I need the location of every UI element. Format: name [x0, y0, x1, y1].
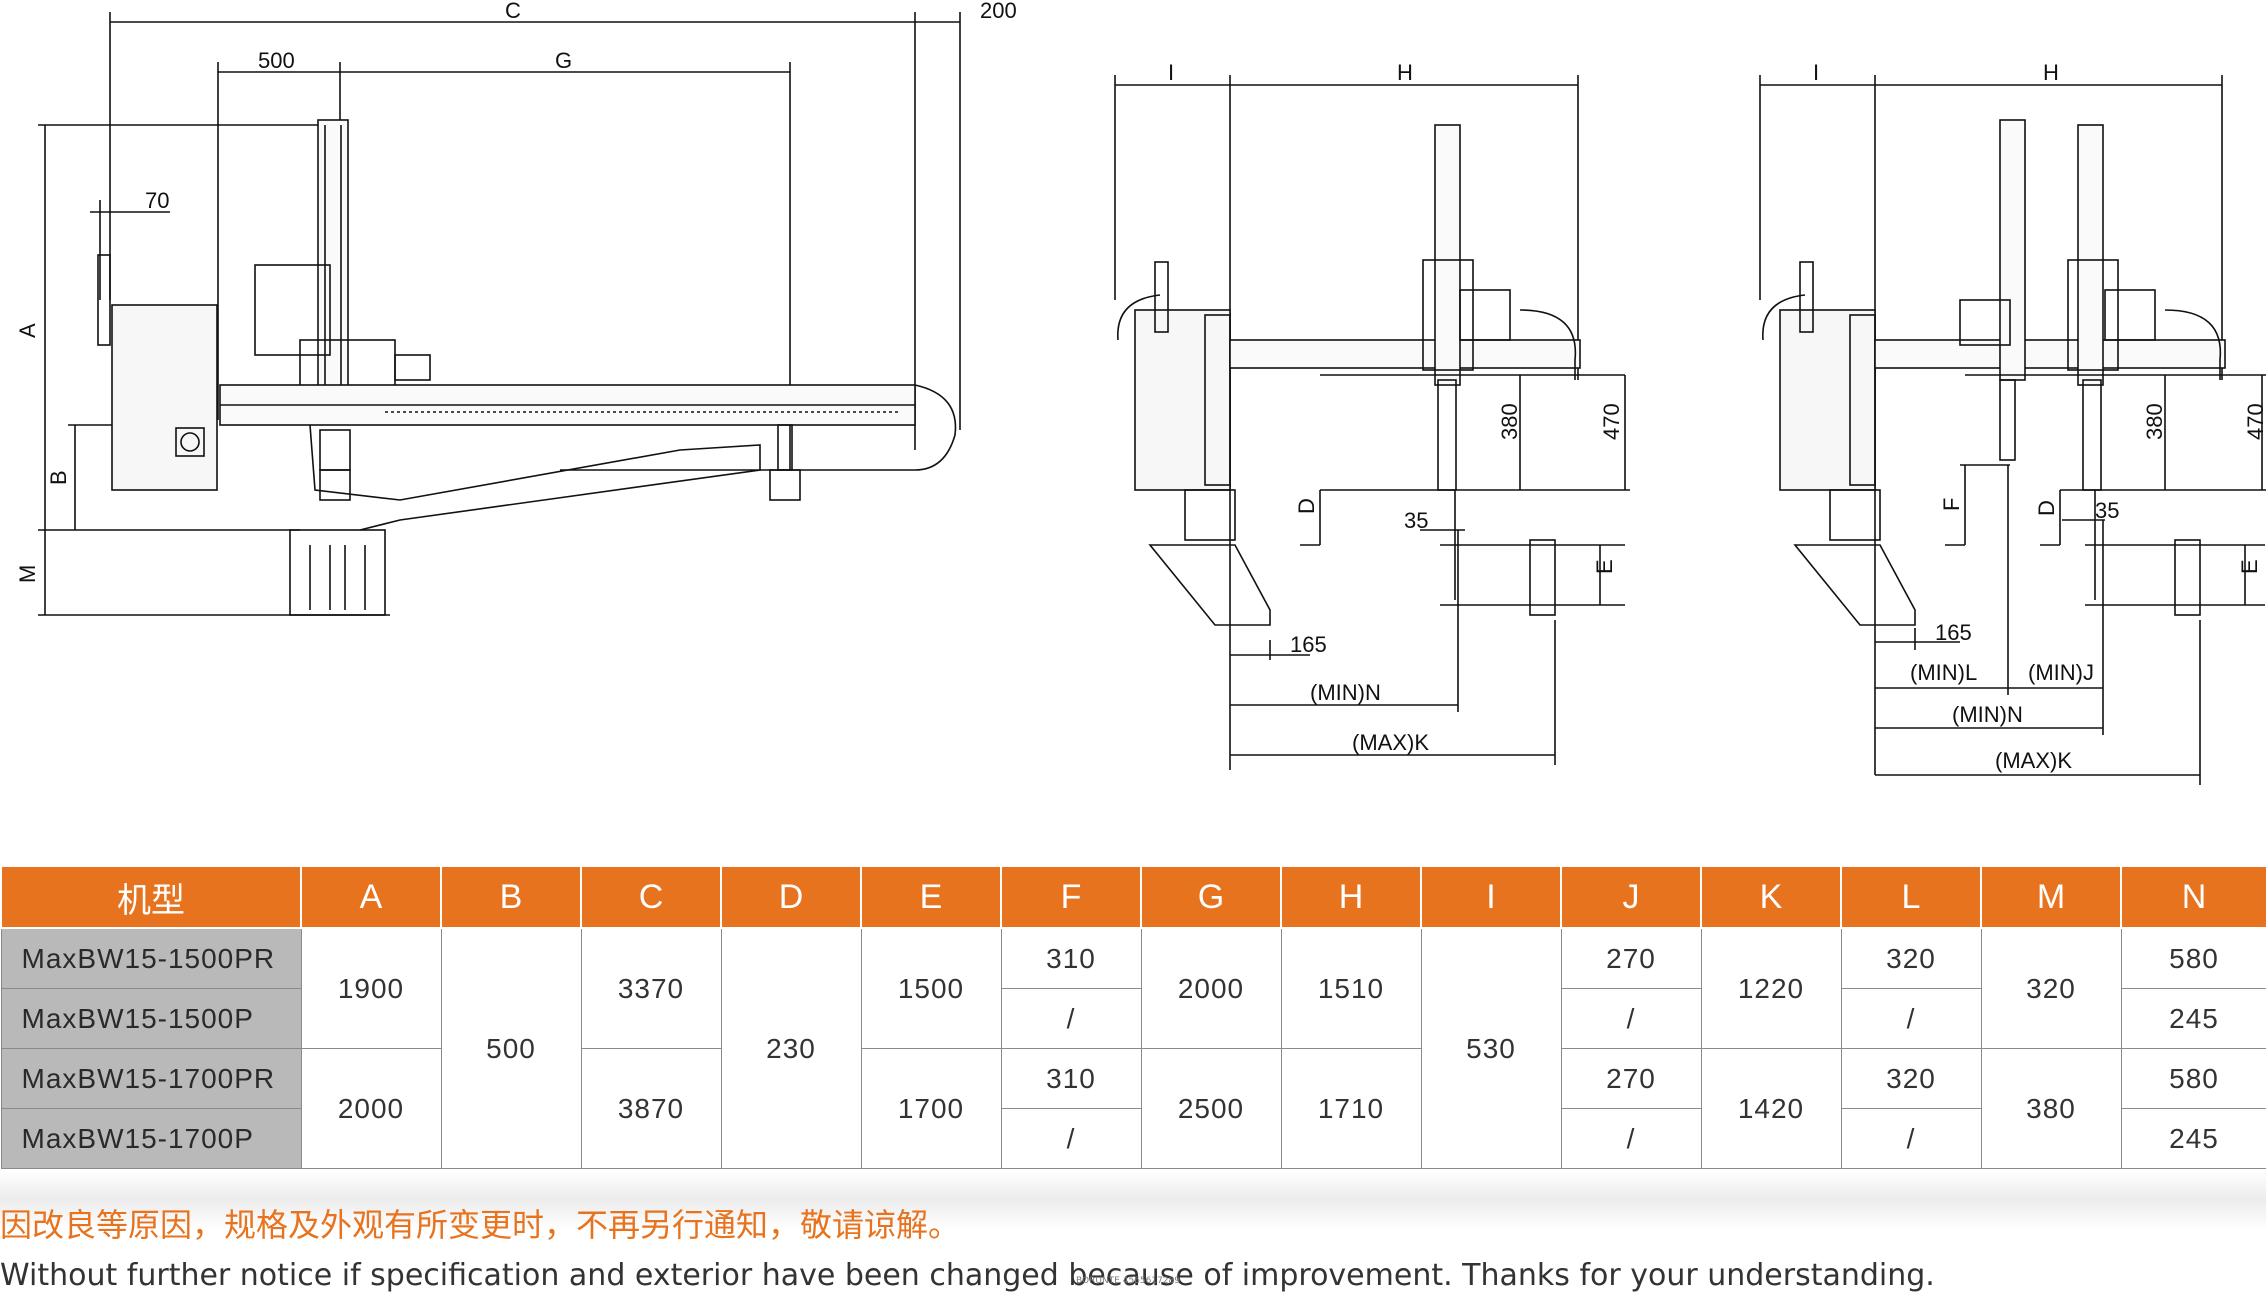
front2-dim-e: E	[2237, 559, 2262, 574]
header-h: H	[1280, 865, 1422, 929]
cell-m: 380	[1980, 1048, 2122, 1169]
table-row: MaxBW15-1700PR 2000 3870 1700 310 2500 1…	[0, 1048, 2266, 1169]
cell-l: 320	[1840, 927, 1982, 989]
cell-c: 3870	[580, 1048, 722, 1169]
cell-l: /	[1840, 988, 1982, 1049]
dim-label-c: C	[505, 0, 521, 23]
cell-b: 500	[440, 927, 582, 1169]
model-cell: MaxBW15-1500P	[0, 988, 302, 1049]
front2-dim-165: 165	[1935, 620, 1972, 645]
cell-f: /	[1000, 988, 1142, 1049]
cell-g: 2000	[1140, 927, 1282, 1049]
front1-dim-35: 35	[1404, 508, 1428, 533]
cell-k: 1420	[1700, 1048, 1842, 1169]
dim-label-70: 70	[145, 188, 169, 213]
header-k: K	[1700, 865, 1842, 929]
spec-table: 机型 A B C D E F G H I J K L M N MaxBW15-1…	[0, 865, 2266, 1169]
front2-dim-h: H	[2043, 60, 2059, 85]
header-d: D	[720, 865, 862, 929]
cell-f: 310	[1000, 927, 1142, 989]
cell-n: 580	[2120, 927, 2266, 989]
dim-label-a: A	[15, 323, 40, 338]
header-l: L	[1840, 865, 1982, 929]
front1-dim-470: 470	[1599, 403, 1624, 440]
cell-d: 230	[720, 927, 862, 1169]
cell-e: 1700	[860, 1048, 1002, 1169]
cell-n: 245	[2120, 1108, 2266, 1169]
front1-dim-d: D	[1294, 498, 1319, 514]
model-cell: MaxBW15-1500PR	[0, 927, 302, 989]
header-c: C	[580, 865, 722, 929]
cell-i: 530	[1420, 927, 1562, 1169]
table-header-row: 机型 A B C D E F G H I J K L M N	[0, 865, 2266, 929]
dim-label-b: B	[46, 470, 71, 485]
model-cell: MaxBW15-1700P	[0, 1108, 302, 1169]
front2-dim-380: 380	[2142, 403, 2167, 440]
cell-e: 1500	[860, 927, 1002, 1049]
cell-l: /	[1840, 1108, 1982, 1169]
shadow-band	[0, 1170, 2266, 1230]
cell-f: /	[1000, 1108, 1142, 1169]
cell-j: /	[1560, 1108, 1702, 1169]
front1-dim-e: E	[1592, 559, 1617, 574]
header-j: J	[1560, 865, 1702, 929]
drawing-svg: C 200 500 G 70 A B M I H 380 470 D 35 E …	[15, 0, 2266, 785]
cell-j: 270	[1560, 927, 1702, 989]
front2-dim-470: 470	[2243, 403, 2266, 440]
table-row: MaxBW15-1700P / / / 245	[0, 1108, 2266, 1169]
header-a: A	[300, 865, 442, 929]
notice-english: Without further notice if specification …	[0, 1258, 1935, 1293]
notice-chinese: 因改良等原因，规格及外观有所变更时，不再另行通知，敬请谅解。	[0, 1206, 961, 1244]
front2-dim-min-n: (MIN)N	[1952, 702, 2023, 727]
dim-label-500: 500	[258, 48, 295, 73]
cell-k: 1220	[1700, 927, 1842, 1049]
cell-j: /	[1560, 988, 1702, 1049]
front2-dim-min-l: (MIN)L	[1910, 660, 1977, 685]
dim-label-200: 200	[980, 0, 1017, 23]
front2-dim-35: 35	[2095, 498, 2119, 523]
cell-n: 580	[2120, 1048, 2266, 1109]
front1-dim-h: H	[1397, 60, 1413, 85]
cell-n: 245	[2120, 988, 2266, 1049]
technical-drawing: C 200 500 G 70 A B M I H 380 470 D 35 E …	[15, 0, 2266, 785]
table-row: MaxBW15-1500PR 1900 500 3370 230 1500 31…	[0, 927, 2266, 1169]
cell-h: 1710	[1280, 1048, 1422, 1169]
cell-l: 320	[1840, 1048, 1982, 1109]
front1-dim-165: 165	[1290, 632, 1327, 657]
front2-dim-i: I	[1813, 60, 1819, 85]
header-n: N	[2120, 865, 2266, 929]
header-e: E	[860, 865, 1002, 929]
front1-dim-max-k: (MAX)K	[1352, 730, 1429, 755]
front2-dim-max-k: (MAX)K	[1995, 748, 2072, 773]
dim-label-g: G	[555, 48, 572, 73]
cell-g: 2500	[1140, 1048, 1282, 1169]
header-model: 机型	[0, 865, 302, 929]
cell-a: 2000	[300, 1048, 442, 1169]
front2-dim-min-j: (MIN)J	[2028, 660, 2094, 685]
dim-label-m: M	[15, 565, 40, 583]
cell-c: 3370	[580, 927, 722, 1049]
front1-dim-min-n: (MIN)N	[1310, 680, 1381, 705]
cell-j: 270	[1560, 1048, 1702, 1109]
cell-h: 1510	[1280, 927, 1422, 1049]
cell-m: 320	[1980, 927, 2122, 1049]
front2-dim-d: D	[2034, 500, 2059, 516]
front1-dim-380: 380	[1497, 403, 1522, 440]
table-row: MaxBW15-1500P / / / 245	[0, 988, 2266, 1049]
header-g: G	[1140, 865, 1282, 929]
model-cell: MaxBW15-1700PR	[0, 1048, 302, 1109]
watermark: BORUNTE 4565617289	[1076, 1276, 1180, 1286]
header-b: B	[440, 865, 582, 929]
cell-a: 1900	[300, 927, 442, 1049]
header-i: I	[1420, 865, 1562, 929]
front2-dim-f: F	[1939, 498, 1964, 511]
cell-f: 310	[1000, 1048, 1142, 1109]
header-m: M	[1980, 865, 2122, 929]
header-f: F	[1000, 865, 1142, 929]
front1-dim-i: I	[1168, 60, 1174, 85]
